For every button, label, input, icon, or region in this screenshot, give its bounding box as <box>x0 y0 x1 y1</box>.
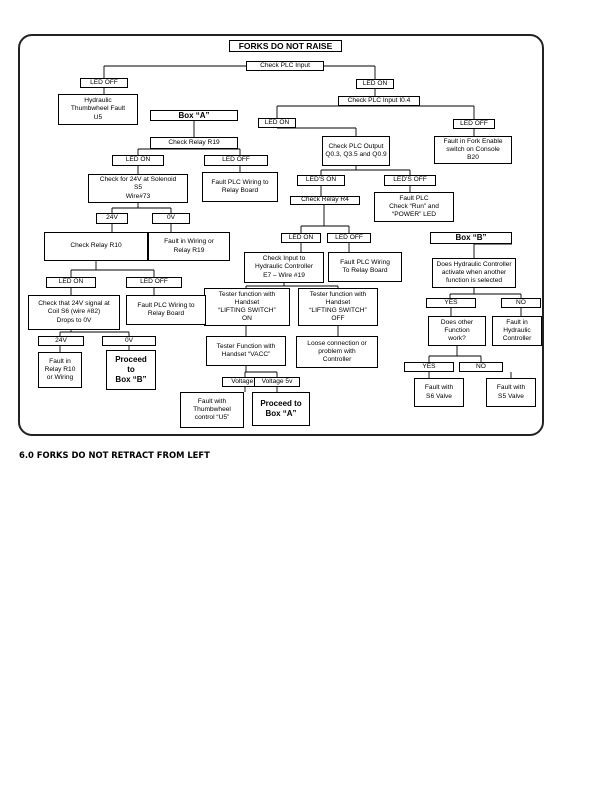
node-fault-plc-run-power: Fault PLC Check “Run” and “POWER” LED <box>374 192 454 222</box>
node-loose-connection: Loose connection or problem with Control… <box>296 336 378 368</box>
node-hydraulic-thumbwheel-fault: Hydraulic Thumbwheel Fault U5 <box>58 94 138 125</box>
node-box-a-label: Box “A” <box>150 110 238 121</box>
node-check-plc-input-i04: Check PLC Input I0.4 <box>338 96 420 106</box>
node-voltage-5v: Voltage 5v <box>254 377 300 387</box>
node-does-other-function: Does other Function work? <box>428 316 486 346</box>
node-title: FORKS DO NOT RAISE <box>229 40 342 52</box>
node-v24-1: 24V <box>96 213 128 224</box>
node-leds-off: LED'S OFF <box>384 175 436 186</box>
node-v0-1: 0V <box>152 213 190 224</box>
node-fault-plc-wiring-relay-2: Fault PLC Wiring To Relay Board <box>328 252 402 282</box>
node-fault-plc-wiring-relay-3: Fault PLC Wiring to Relay Board <box>126 295 206 325</box>
node-no-1: NO <box>501 298 541 308</box>
node-does-hydraulic-activate: Does Hydraulic Controller activate when … <box>432 258 516 288</box>
flowchart-frame <box>18 34 544 436</box>
node-check-input-hydraulic: Check Input to Hydraulic Controller E7 –… <box>244 252 324 283</box>
node-check-24v-solenoid: Check for 24V at Solenoid S5 Wire#73 <box>88 174 188 203</box>
node-led-off-2: LED OFF <box>453 119 495 129</box>
node-fault-hydraulic-controller: Fault in Hydraulic Controller <box>492 316 542 346</box>
node-led-on-1: LED ON <box>356 79 394 89</box>
node-fault-fork-enable: Fault in Fork Enable switch on Console B… <box>434 136 512 164</box>
node-check-relay-r19: Check Relay R19 <box>150 137 238 149</box>
node-fault-plc-wiring-relay-1: Fault PLC Wiring to Relay Board <box>202 172 278 202</box>
node-check-relay-r4: Check Relay R4 <box>290 196 360 205</box>
node-led-off-4: LED OFF <box>327 233 371 243</box>
node-led-off-3: LED OFF <box>204 155 268 166</box>
node-check-plc-input: Check PLC Input <box>246 61 324 71</box>
node-led-on-5: LED ON <box>46 277 96 288</box>
node-tester-lifting-on: Tester function with Handset “LIFTING SW… <box>204 288 290 326</box>
node-led-off-5: LED OFF <box>126 277 182 288</box>
node-proceed-box-b: Proceed to Box “B” <box>106 350 156 390</box>
node-fault-wiring-r19: Fault in Wiring or Relay R19 <box>148 232 230 261</box>
node-v0-2: 0V <box>102 336 156 346</box>
node-check-relay-r10: Check Relay R10 <box>44 232 148 261</box>
node-proceed-box-a: Proceed to Box “A” <box>252 392 310 426</box>
node-led-on-2: LED ON <box>258 118 296 128</box>
node-tester-lifting-off: Tester function with Handset “LIFTING SW… <box>298 288 378 326</box>
node-leds-on: LED'S ON <box>297 175 345 186</box>
node-led-on-3: LED ON <box>112 155 164 166</box>
node-no-2: NO <box>459 362 503 372</box>
node-fault-relay-r10: Fault in Relay R10 or Wiring <box>38 352 82 388</box>
node-yes-1: YES <box>426 298 476 308</box>
node-check-24v-coil: Check that 24V signal at Coil S6 (wire #… <box>28 295 120 330</box>
node-tester-vacc: Tester Function with Handset “VACC” <box>206 336 286 366</box>
node-led-on-4: LED ON <box>281 233 321 243</box>
node-fault-s5-valve: Fault with S5 Valve <box>486 378 536 407</box>
node-v24-2: 24V <box>38 336 84 346</box>
node-led-off-1: LED OFF <box>80 78 128 88</box>
node-fault-s6-valve: Fault with S6 Valve <box>414 378 464 407</box>
node-yes-2: YES <box>404 362 454 372</box>
node-box-b-label: Box “B” <box>430 232 512 244</box>
node-check-plc-output: Check PLC Output Q0.3, Q3.5 and Q0.9 <box>322 136 390 166</box>
node-fault-thumbwheel-u5: Fault with Thumbwheel control “U5” <box>180 392 244 428</box>
section-heading: 6.0 FORKS DO NOT RETRACT FROM LEFT <box>19 450 210 460</box>
